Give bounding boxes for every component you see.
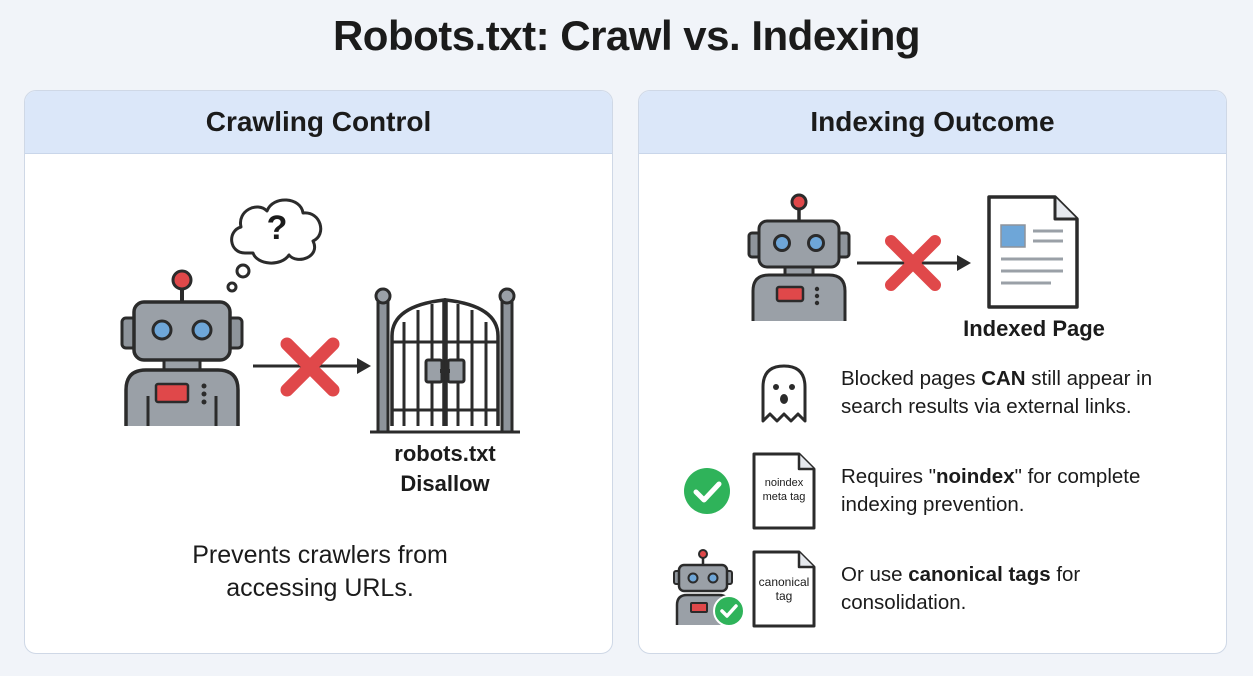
note-line: consolidation.	[841, 591, 967, 614]
ghost-icon	[761, 364, 807, 423]
indexed-page-icon	[987, 195, 1079, 309]
caption-line1: Prevents crawlers from	[192, 541, 448, 569]
canonical-doc-label: canonical tag	[758, 575, 810, 603]
indexing-outcome-panel: Indexing Outcome Indexed Page	[638, 90, 1227, 654]
caption-line2: accessing URLs.	[226, 574, 414, 602]
noindex-document-icon	[752, 452, 816, 530]
canonical-document-icon	[752, 550, 816, 628]
crawling-caption: Prevents crawlers from accessing URLs.	[135, 539, 505, 605]
noindex-doc-label: noindex meta tag	[762, 477, 806, 503]
note-line: search results via external links.	[841, 395, 1132, 418]
question-mark: ?	[266, 209, 288, 247]
gate-label-line1: robots.txt	[394, 441, 496, 466]
robot-icon	[747, 193, 851, 321]
indexing-outcome-heading: Indexing Outcome	[639, 91, 1226, 154]
note-canonical: Or use canonical tags for consolidation.	[841, 561, 1221, 617]
gate-icon	[370, 287, 520, 434]
red-x-icon	[280, 337, 340, 397]
page-title: Robots.txt: Crawl vs. Indexing	[332, 12, 921, 59]
note-blocked-pages: Blocked pages CAN still appear in search…	[841, 365, 1221, 421]
indexed-page-label: Indexed Page	[963, 316, 1105, 341]
robot-check-icon	[673, 549, 745, 627]
note-line: Or use canonical tags for	[841, 563, 1081, 586]
check-circle-icon	[684, 468, 730, 514]
robot-icon	[120, 269, 244, 426]
note-line: indexing prevention.	[841, 493, 1025, 516]
red-x-icon	[885, 235, 941, 291]
robots-txt-disallow-label: robots.txt Disallow	[355, 439, 535, 499]
crawling-control-panel: Crawling Control ?	[24, 90, 613, 654]
thought-bubble-icon	[226, 198, 323, 293]
note-line: Blocked pages CAN still appear in	[841, 367, 1153, 390]
note-noindex: Requires "noindex" for complete indexing…	[841, 463, 1221, 519]
note-line: Requires "noindex" for complete	[841, 465, 1141, 488]
gate-label-line2: Disallow	[400, 471, 490, 496]
crawling-control-heading: Crawling Control	[25, 91, 612, 154]
